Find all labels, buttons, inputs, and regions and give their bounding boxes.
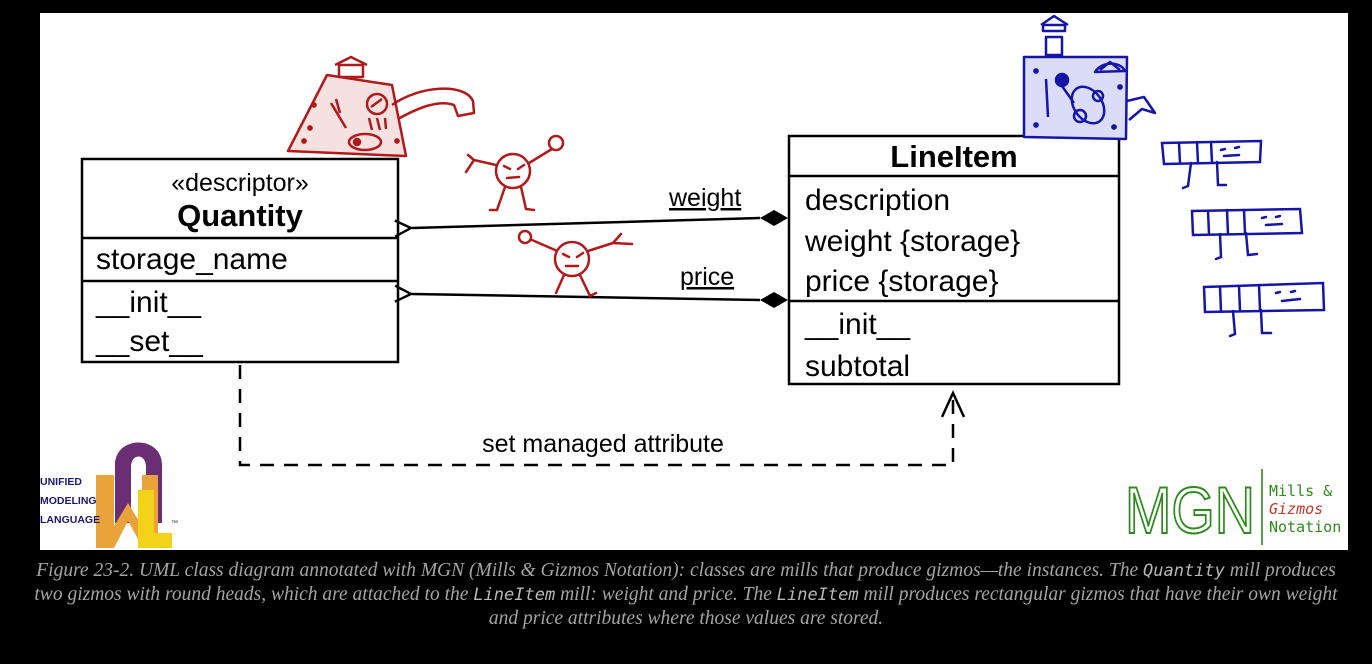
round-gizmo-weight xyxy=(464,134,565,212)
dependency-arrow: set managed attribute xyxy=(238,365,966,467)
uml-logo-text: UNIFIED xyxy=(40,476,82,488)
quantity-stereotype: «descriptor» xyxy=(171,169,309,197)
round-gizmo-price xyxy=(517,229,634,298)
uml-class-diagram: «descriptor» Quantity storage_name __ini… xyxy=(40,14,1341,548)
red-mill-illustration xyxy=(286,55,476,158)
lineitem-method: subtotal xyxy=(805,350,910,383)
lineitem-class-name: LineItem xyxy=(890,139,1017,174)
quantity-method: __set__ xyxy=(95,325,204,358)
lineitem-attribute: weight {storage} xyxy=(804,225,1020,258)
caption-text: mill produces two gizmos with round head… xyxy=(34,560,1336,605)
caption-text: mill produces rectangular gizmos that ha… xyxy=(488,584,1338,629)
mgn-logo-word: Notation xyxy=(1269,518,1341,536)
caption-code: LineItem xyxy=(776,585,859,605)
figure-caption: Figure 23-2. UML class diagram annotated… xyxy=(30,559,1342,631)
quantity-method: __init__ xyxy=(95,286,202,319)
quantity-class-name: Quantity xyxy=(177,198,303,233)
uml-logo-text: LANGUAGE xyxy=(40,514,100,526)
quantity-class: «descriptor» Quantity storage_name __ini… xyxy=(80,157,400,364)
lineitem-class: LineItem description weight {storage} pr… xyxy=(787,134,1121,386)
association-label: weight xyxy=(668,184,741,212)
lineitem-attribute: price {storage} xyxy=(805,265,998,298)
association-price: price xyxy=(412,263,788,308)
uml-logo-trademark: ™ xyxy=(171,520,178,527)
quantity-attribute: storage_name xyxy=(96,243,288,276)
mgn-logo: MGN Mills & Gizmos Notation xyxy=(1124,469,1341,548)
caption-code: Quantity xyxy=(1143,561,1225,581)
uml-logo-text: MODELING xyxy=(40,495,97,507)
caption-text: mill: weight and price. The xyxy=(555,584,777,605)
association-weight: weight xyxy=(412,184,788,228)
rect-gizmo xyxy=(1202,281,1326,338)
mgn-logo-word: Gizmos xyxy=(1269,500,1323,518)
rect-gizmo xyxy=(1160,139,1263,190)
mgn-logo-mark: MGN xyxy=(1125,473,1255,547)
lineitem-attribute: description xyxy=(805,184,950,217)
dependency-label: set managed attribute xyxy=(482,430,724,458)
figure-panel: «descriptor» Quantity storage_name __ini… xyxy=(40,13,1348,550)
lineitem-method: __init__ xyxy=(804,308,911,341)
caption-text: Figure 23-2. UML class diagram annotated… xyxy=(36,560,1144,581)
rect-gizmo xyxy=(1190,207,1304,261)
caption-code: LineItem xyxy=(473,585,556,605)
uml-logo: UNIFIED MODELING LANGUAGE ™ xyxy=(40,442,178,548)
blue-mill-illustration xyxy=(1022,14,1157,141)
mgn-logo-word: Mills & xyxy=(1269,482,1332,500)
association-label: price xyxy=(680,263,734,291)
